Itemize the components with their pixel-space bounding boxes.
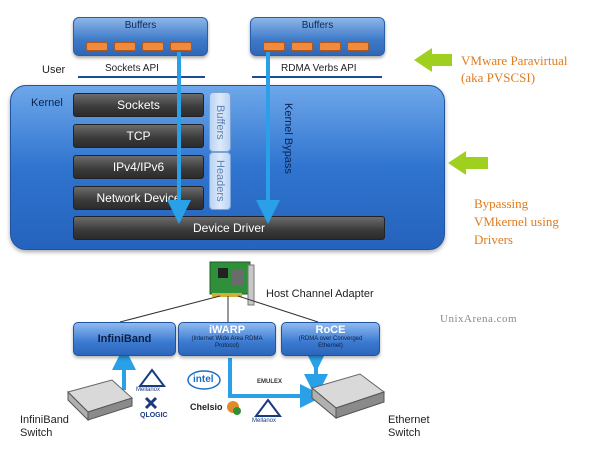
hca-card-icon: [209, 261, 255, 306]
switch-left-label: InfiniBand Switch: [20, 414, 69, 439]
vbar-headers: Headers: [209, 152, 231, 210]
buffer-chip: [263, 42, 285, 51]
watermark: UnixArena.com: [440, 313, 518, 325]
green-arrow-vmware: [414, 48, 452, 72]
mellanox-logo-2: [254, 398, 282, 417]
buffer-chip: [142, 42, 164, 51]
rdma-api-label: RDMA Verbs API: [281, 63, 357, 74]
bypass-annotation-line1: Bypassing: [474, 196, 529, 211]
buffer-chip: [347, 42, 369, 51]
buffers-title-right: Buffers: [301, 20, 334, 31]
green-arrow-bypass: [448, 151, 488, 175]
qlogic-logo: [144, 396, 158, 410]
hca-label: Host Channel Adapter: [266, 288, 374, 300]
net-roce: RoCE (RDMA over Converged Ethernet): [281, 322, 380, 356]
vbar-buffers: Buffers: [209, 92, 231, 152]
vendor-mellanox-2: Mellanox: [252, 418, 277, 424]
buffer-chip: [291, 42, 313, 51]
net-infiniband-title: InfiniBand: [97, 333, 152, 345]
net-infiniband: InfiniBand: [73, 322, 176, 356]
buffers-title-left: Buffers: [124, 20, 157, 31]
user-label: User: [42, 64, 66, 76]
kernel-label: Kernel: [31, 97, 63, 109]
layer-device-driver: Device Driver: [73, 216, 385, 240]
user-divider-right: [252, 76, 382, 78]
vendor-emulex: EMULEX: [257, 379, 283, 385]
chelsio-logo: [227, 401, 241, 415]
bypass-annotation-line3: Drivers: [474, 232, 513, 247]
buffer-chip: [86, 42, 108, 51]
buffer-chip: [319, 42, 341, 51]
vendor-intel: intel: [193, 374, 214, 385]
vendor-mellanox-1: Mellanox: [136, 387, 161, 393]
layer-sockets: Sockets: [73, 93, 204, 117]
mellanox-logo-1: [138, 368, 166, 387]
net-iwarp-title: iWARP: [208, 324, 246, 336]
net-roce-sub: (RDMA over Converged Ethernet): [298, 336, 363, 349]
iwarp-switch-arrow: [228, 358, 324, 408]
bypass-annotation-line2: VMkernel using: [474, 214, 559, 229]
vmware-annotation-line2: (aka PVSCSI): [461, 70, 536, 85]
hca-line-roce: [237, 295, 319, 323]
net-iwarp-sub: (Internet Wide Area RDMA Protocol): [191, 336, 263, 349]
buffer-chip: [170, 42, 192, 51]
vendor-qlogic: QLOGIC: [140, 412, 168, 419]
kernel-bypass-label: Kernel Bypass: [282, 103, 294, 174]
sockets-api-label: Sockets API: [105, 63, 159, 74]
net-roce-title: RoCE: [315, 324, 346, 336]
hca-line-infiniband: [119, 295, 221, 323]
switch-right-label: Ethernet Switch: [388, 414, 430, 439]
buffer-chip: [114, 42, 136, 51]
user-divider-left: [78, 76, 205, 78]
vmware-annotation-line1: VMware Paravirtual: [461, 53, 568, 68]
buffers-box-left: Buffers: [73, 17, 208, 56]
layer-tcp: TCP: [73, 124, 204, 148]
layer-ip: IPv4/IPv6: [73, 155, 204, 179]
vendor-chelsio: Chelsio: [190, 402, 223, 412]
ethernet-switch-icon: [310, 373, 386, 420]
intel-logo: [187, 370, 221, 390]
infiniband-switch-icon: [67, 379, 133, 422]
buffers-box-right: Buffers: [250, 17, 385, 56]
net-iwarp: iWARP (Internet Wide Area RDMA Protocol): [178, 322, 276, 356]
